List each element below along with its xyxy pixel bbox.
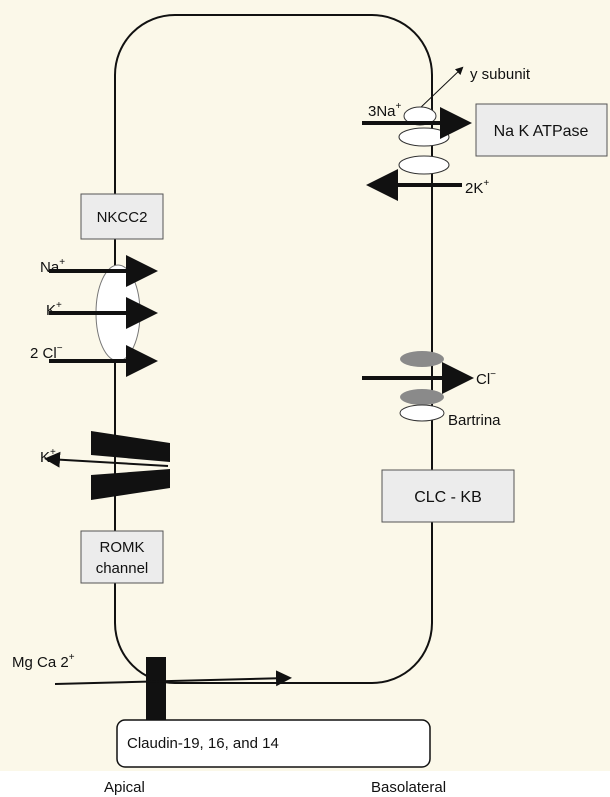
bartrina-oval: [399, 404, 445, 422]
apical-label: Apical: [104, 779, 145, 796]
chloride-channel-upper: [400, 351, 444, 367]
mg-ca-arrow: [54, 670, 292, 687]
mg-ca-label: Mg Ca 2+: [12, 652, 75, 671]
atpase-oval-1: [398, 127, 450, 147]
claudin-label: Claudin-19, 16, and 14: [127, 735, 279, 752]
k-arrow-romk: [44, 451, 169, 468]
nkcc2-box: [80, 193, 164, 240]
two-cl-label: 2 Cl−: [30, 343, 63, 362]
romk-channel-upper: [91, 431, 170, 462]
claudin-box: [116, 719, 431, 768]
na-k-atpase-label: Na K ATPase: [494, 123, 589, 140]
bartrina-label: Bartrina: [448, 412, 501, 429]
romk-label-line1: ROMK: [100, 539, 145, 556]
chloride-label: Cl−: [476, 369, 496, 388]
caption-strip: [0, 771, 610, 797]
y-subunit-label: y subunit: [470, 66, 531, 83]
nkcc2-label: NKCC2: [97, 209, 148, 226]
k-label-nkcc2: K+: [46, 300, 62, 319]
two-k-label: 2K+: [465, 178, 489, 197]
atpase-oval-2: [398, 155, 450, 175]
k-label-romk: K+: [40, 447, 56, 466]
na-k-atpase-box: [475, 103, 608, 157]
basolateral-label: Basolateral: [371, 779, 446, 796]
chloride-channel-lower: [400, 389, 444, 405]
three-na-label: 3Na+: [368, 101, 402, 120]
romk-channel-lower: [91, 469, 170, 500]
tight-junction-bar: [146, 657, 166, 722]
y-subunit-pointer: [417, 66, 464, 111]
clc-kb-box: [381, 469, 515, 523]
clc-kb-label: CLC - KB: [414, 489, 482, 506]
romk-box: [80, 530, 164, 584]
romk-label-line2: channel: [96, 560, 149, 577]
